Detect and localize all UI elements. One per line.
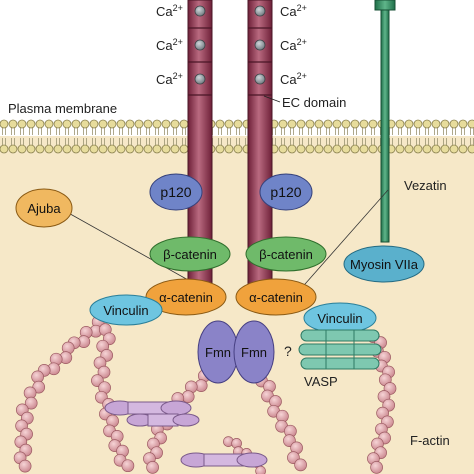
vinculin-right-label: Vinculin (317, 311, 362, 326)
vezatin-pointer (297, 189, 389, 293)
plasma-membrane-label: Plasma membrane (8, 101, 117, 116)
ajuba-label: Ajuba (27, 201, 61, 216)
beta-catenin-right (245, 236, 327, 272)
p120-left-label: p120 (160, 184, 191, 200)
alpha-catenin-left-label: α-catenin (159, 290, 213, 305)
vinculin-left (89, 294, 163, 326)
ajuba (15, 188, 73, 228)
formin-right (233, 320, 275, 384)
ca-label-right-3: Ca2+ (280, 71, 307, 87)
ec-domain-label: EC domain (282, 95, 346, 110)
ajuba-pointer (55, 205, 207, 291)
beta-catenin-left (149, 236, 231, 272)
formin-right-label: Fmn (241, 345, 267, 360)
f-actin-filaments (13, 315, 397, 474)
actin-crosslinkers (104, 400, 268, 468)
beta-catenin-right-label: β-catenin (259, 247, 313, 262)
beta-catenin-left-label: β-catenin (163, 247, 217, 262)
ec-domain-pointer (263, 95, 281, 103)
ca-label-right-1: Ca2+ (280, 3, 307, 19)
vinculin-left-label: Vinculin (103, 303, 148, 318)
ca-label-right-2: Ca2+ (280, 37, 307, 53)
calcium-beads (194, 5, 266, 85)
p120-right-label: p120 (270, 184, 301, 200)
vezatin-label: Vezatin (404, 178, 447, 193)
vasp-complex (298, 329, 382, 370)
formin-left-label: Fmn (205, 345, 231, 360)
ca-label-left-2: Ca2+ (156, 37, 183, 53)
p120-right (259, 173, 313, 211)
cytoplasm-region (0, 136, 474, 474)
alpha-catenin-right (235, 278, 317, 316)
vasp-label: VASP (304, 374, 338, 389)
alpha-catenin-right-label: α-catenin (249, 290, 303, 305)
f-actin-label: F-actin (410, 433, 450, 448)
p120-left (149, 173, 203, 211)
vezatin-protein (374, 0, 396, 243)
question-mark-label: ? (284, 343, 292, 359)
ca-label-left-3: Ca2+ (156, 71, 183, 87)
myosin-viia (343, 245, 425, 283)
myosin-viia-label: Myosin VIIa (350, 257, 419, 272)
ca-label-left-1: Ca2+ (156, 3, 183, 19)
